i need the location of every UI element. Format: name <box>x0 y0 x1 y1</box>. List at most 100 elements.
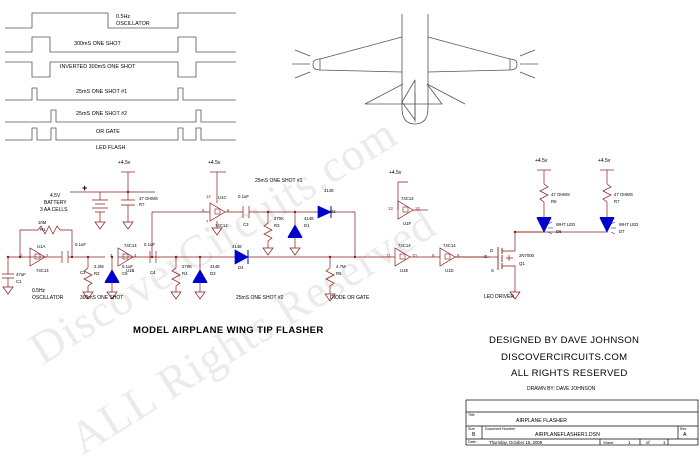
credit-line-designer: DESIGNED BY DAVE JOHNSON <box>489 335 640 346</box>
component-ref-U1F: U1F <box>403 221 412 226</box>
page-title: MODEL AIRPLANE WING TIP FLASHER <box>133 325 324 336</box>
pin-label-u1c-vcc: 14 <box>206 194 211 199</box>
component-ref-D2: D1 <box>304 223 310 228</box>
title-block-date-value: Thursday, October 15, 2009 <box>489 440 543 445</box>
battery-polarity-symbol: + <box>82 183 88 193</box>
pin-label-u1d-in: 9 <box>432 253 435 258</box>
power-rail-label-r7: +4.5v <box>598 158 611 164</box>
airplane-illustration <box>292 14 538 125</box>
component-ref-D7: D7 <box>619 229 625 234</box>
section-label-25ms-one-shot-1: 25mS ONE SHOT #1 <box>255 178 303 184</box>
pin-label-u1f-out: 12 <box>415 206 420 211</box>
component-ref-U1B: U1B <box>126 268 135 273</box>
title-block-date-caption: Date: <box>468 440 477 444</box>
title-block-sheet-caption: Sheet <box>603 440 614 445</box>
title-block-sheet-number: 1 <box>628 440 631 445</box>
component-value-R5: 4.7M <box>336 264 346 269</box>
credit-line-website: DISCOVERCIRCUITS.COM <box>501 352 628 363</box>
pin-label-u1d-out: 8 <box>457 253 460 258</box>
component-value-Q1: 2N7000 <box>519 253 535 258</box>
component-ref-R2: R2 <box>94 271 100 276</box>
component-ref-D6: D6 <box>556 229 562 234</box>
pin-label-u1b-out: 4 <box>134 253 137 258</box>
section-label-25ms-one-shot-2: 25mS ONE SHOT #2 <box>236 295 284 301</box>
component-value-D7: WHT LED <box>619 222 639 227</box>
component-value-C5: 0.1uF <box>144 242 155 247</box>
title-block-docnum-value: AIRPLANEFLASHER1.DSN <box>535 432 600 438</box>
circuit-schematic <box>2 169 616 302</box>
component-value-R1: 10M <box>38 220 47 225</box>
section-label-led-driver: LED DRIVER <box>484 294 515 300</box>
mosfet-pin-source: S <box>491 268 494 273</box>
battery-label-line2: BATTERY <box>44 200 67 206</box>
waveform-label-led-flash: LED FLASH <box>96 145 126 151</box>
pin-label-u1c-out: 6 <box>227 208 230 213</box>
power-rail-label-battery: +4.5v <box>118 160 131 166</box>
component-ref-U1E: U1E <box>400 268 409 273</box>
timing-diagram-waveforms <box>5 12 236 141</box>
component-value-C2: 47uF <box>16 272 26 277</box>
section-label-diode-or-gate: DIODE OR GATE <box>330 295 370 301</box>
pin-label-u1c-gnd: 7 <box>206 219 209 224</box>
waveform-label-25ms-one-shot-2: 25mS ONE SHOT #2 <box>76 111 128 117</box>
credit-line-rights: ALL RIGHTS RESERVED <box>511 368 628 379</box>
mosfet-pin-gate: G <box>484 254 488 259</box>
battery-label-line3: 3 AA CELLS <box>40 207 68 213</box>
title-block-title-caption: Title <box>468 413 475 417</box>
component-ref-R3: R3 <box>274 223 280 228</box>
title-block-rev-value: A <box>683 432 687 438</box>
component-ref-D5: D4 <box>238 265 244 270</box>
component-ref-R1: R1 <box>40 227 46 232</box>
section-label-oscillator-line1: 0.5Hz <box>32 288 46 294</box>
component-value-D1: 0.1uF <box>122 264 133 269</box>
title-block-frame <box>465 399 699 446</box>
mosfet-pin-drain: D <box>490 248 494 253</box>
section-label-300ms-one-shot: 300mS ONE SHOT <box>80 295 124 301</box>
waveform-label-oscillator-line1: 0.5Hz <box>116 14 131 20</box>
power-rail-label-u1c: +4.5v <box>208 160 221 166</box>
component-ref-C3: C2 <box>80 270 86 275</box>
component-value-R7-text: 47 OHMS <box>614 192 633 197</box>
component-ref-D1: C5 <box>122 271 128 276</box>
pin-label-u1f-in: 13 <box>388 206 393 211</box>
component-value-D5: 4148 <box>232 244 242 249</box>
schematic-sheet: DiscoverCircuits.com ALL Rights Reserved… <box>2 12 699 464</box>
component-ref-U1D: U1D <box>445 268 454 273</box>
pin-label-u1a-out: 2 <box>46 253 49 258</box>
component-value-U1F: 74C14 <box>401 196 414 201</box>
battery-label-line1: 4.5V <box>50 193 61 199</box>
component-value-C4: 0.1uF <box>238 194 249 199</box>
component-value-U1C: 74C14 <box>215 223 228 228</box>
component-ref-R6: R6 <box>551 199 557 204</box>
component-ref-D4: D3 <box>210 271 216 276</box>
component-value-R6: 47 OHMS <box>551 192 570 197</box>
pin-label-u1e-in: 11 <box>386 253 391 258</box>
title-block-docnum-caption: Document Number <box>485 427 516 431</box>
component-ref-R7: R7 <box>614 199 620 204</box>
component-value-U1D: 74C14 <box>443 243 456 248</box>
waveform-label-or-gate: OR GATE <box>96 129 120 135</box>
component-value-U1B: 74C14 <box>124 243 137 248</box>
component-ref-U1C: U1C <box>218 195 227 200</box>
component-ref-C1: R7 <box>139 202 145 207</box>
component-ref-C4: C3 <box>243 222 249 227</box>
power-rail-label-r6: +4.5v <box>535 158 548 164</box>
component-value-R2: 2.2M <box>94 264 104 269</box>
pin-label-u1b-in: 3 <box>110 253 113 258</box>
pin-label-u1e-out: 10 <box>412 253 417 258</box>
component-ref-Q1: Q1 <box>519 261 525 266</box>
component-ref-C5: C4 <box>150 270 156 275</box>
component-value-U1E: 74C14 <box>398 243 411 248</box>
component-value-R4: 270K <box>182 264 193 269</box>
component-value-U1A: 74C14 <box>36 268 49 273</box>
component-ref-R4: R4 <box>182 271 188 276</box>
title-block-rev-caption: Rev <box>680 427 687 431</box>
section-label-oscillator-line2: OSCILLATOR <box>32 295 64 301</box>
pin-label-u1a-in: 1 <box>20 253 23 258</box>
waveform-label-oscillator-line2: OSCILLATOR <box>116 21 150 27</box>
waveform-label-300ms-one-shot: 300mS ONE SHOT <box>74 41 121 47</box>
pin-label-u1c-in: 5 <box>202 208 205 213</box>
power-rail-label-u1f: +4.5v <box>389 170 402 176</box>
component-ref-U1A: U1A <box>37 244 46 249</box>
title-block-title-value: AIRPLANE FLASHER <box>516 418 568 424</box>
